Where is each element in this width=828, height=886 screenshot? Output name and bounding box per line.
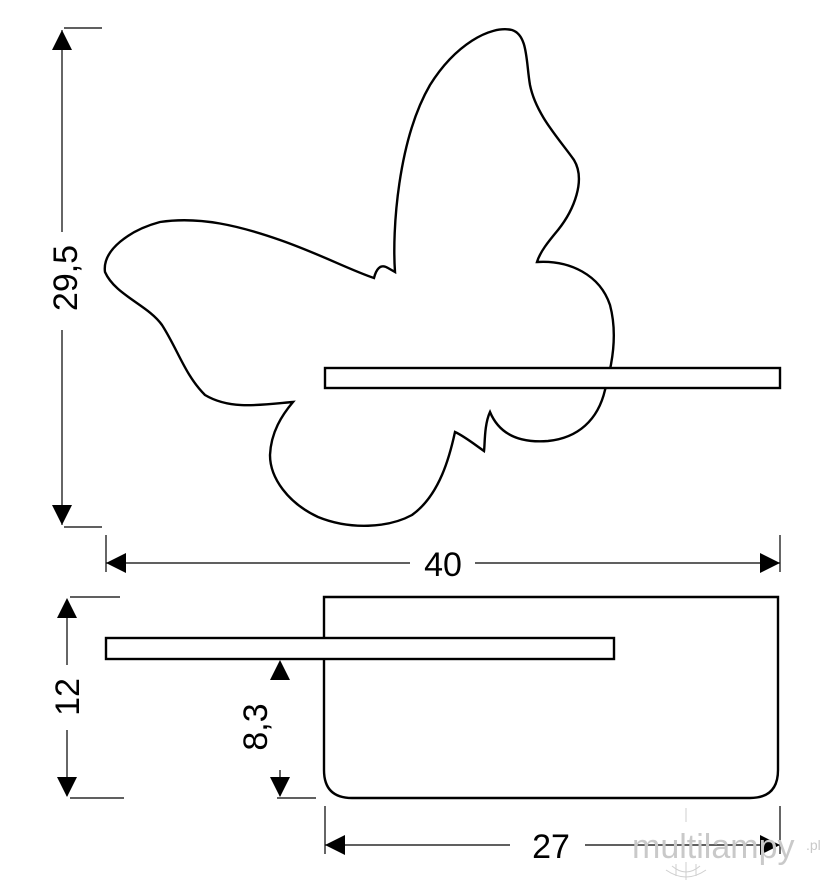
watermark: multilampy .pl bbox=[632, 808, 821, 880]
side-shelf bbox=[104, 636, 616, 661]
shelf-width-label: 27 bbox=[532, 828, 570, 866]
side-view bbox=[104, 595, 780, 800]
dimension-shelf-width: 27 bbox=[324, 806, 781, 866]
watermark-text: multilampy bbox=[632, 828, 794, 866]
chandelier-icon bbox=[665, 808, 707, 880]
watermark-suffix: .pl bbox=[806, 837, 821, 853]
height-total-label: 29,5 bbox=[47, 245, 85, 311]
dimension-depth-total: 12 bbox=[49, 596, 124, 799]
dimension-height-total: 29,5 bbox=[47, 27, 102, 528]
shelf-height-label: 8,3 bbox=[237, 703, 275, 750]
front-view bbox=[103, 28, 782, 527]
dimension-width-total: 40 bbox=[105, 535, 781, 584]
depth-total-label: 12 bbox=[49, 678, 87, 716]
width-total-label: 40 bbox=[424, 546, 462, 584]
front-shelf bbox=[323, 366, 782, 390]
side-body bbox=[322, 595, 780, 800]
butterfly-outline bbox=[103, 28, 615, 527]
dimension-shelf-height: 8,3 bbox=[237, 660, 316, 799]
